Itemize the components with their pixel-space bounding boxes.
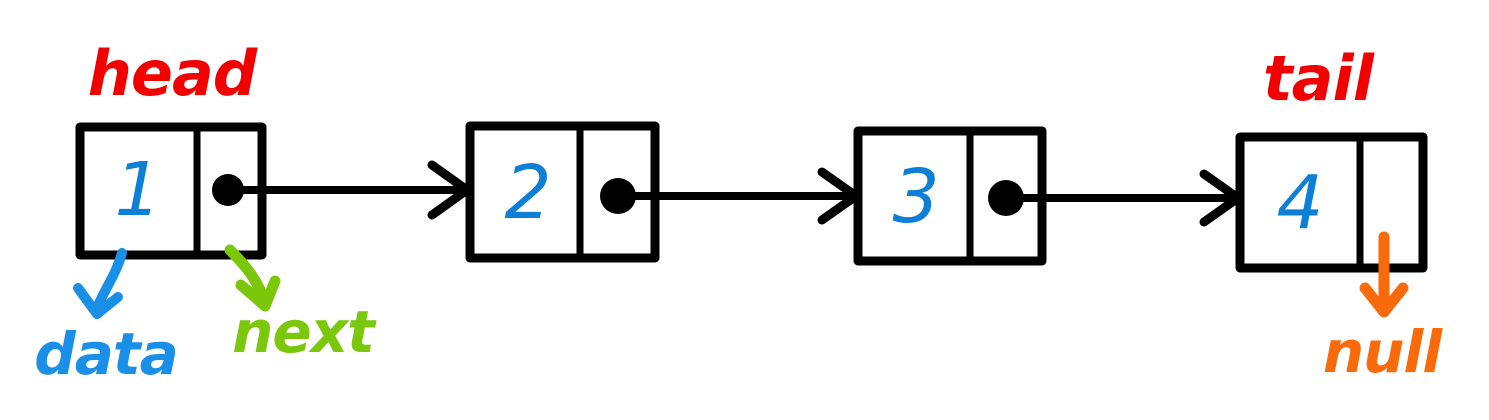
link-1-arrowhead (427, 160, 472, 220)
node-1-value: 1 (114, 147, 161, 233)
node-4[interactable]: 4 (1235, 132, 1428, 273)
link-arrow-1-to-2 (228, 160, 472, 220)
null-annotation-arrow (1359, 231, 1409, 318)
data-arrow-line (92, 248, 127, 313)
link-2-arrowhead (817, 167, 861, 225)
next-arrowhead (235, 275, 281, 312)
next-arrow-line (224, 244, 270, 306)
node-2-value: 2 (504, 150, 551, 236)
next-annotation-arrow (224, 244, 281, 312)
head-label: head (88, 37, 258, 110)
node-4-value: 4 (1276, 160, 1323, 246)
null-label: null (1323, 318, 1443, 386)
data-label: data (34, 320, 178, 388)
node-3-value: 3 (892, 154, 939, 240)
null-arrowhead (1359, 282, 1409, 318)
data-annotation-arrow (73, 248, 127, 319)
tail-label: tail (1263, 42, 1375, 115)
node-4-box (1235, 132, 1428, 273)
link-arrow-3-to-4 (1006, 169, 1243, 227)
link-3-arrowhead (1199, 169, 1243, 227)
data-arrowhead (73, 283, 123, 319)
link-arrow-2-to-3 (618, 167, 861, 225)
next-label: next (232, 298, 377, 366)
